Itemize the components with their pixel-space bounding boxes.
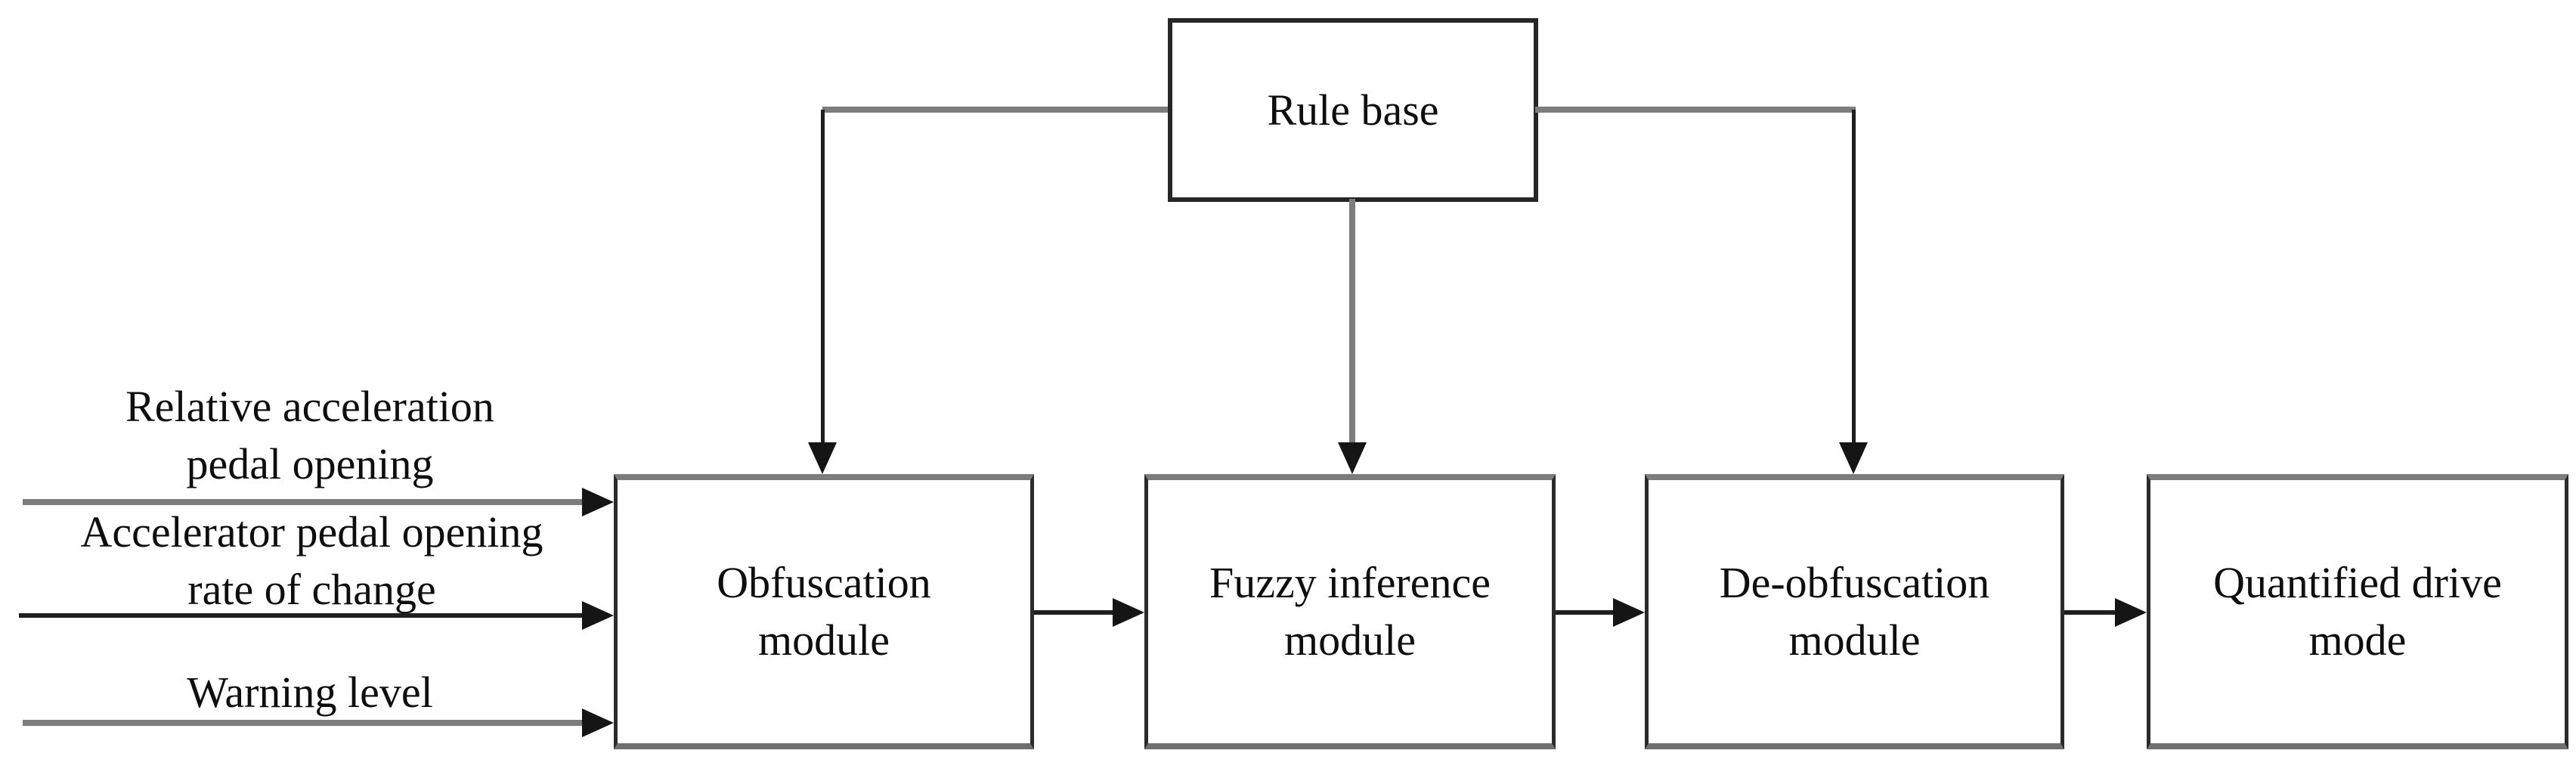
node-quantified-label: Quantified drive mode — [2213, 554, 2502, 669]
arrowhead-input-warning-level — [582, 708, 614, 737]
input-label-1-line2: pedal opening — [186, 439, 434, 488]
node-rule-base: Rule base — [1168, 18, 1538, 202]
input-label-1-line1: Relative acceleration — [125, 382, 494, 431]
node-fuzzy-label: Fuzzy inference module — [1209, 554, 1491, 669]
arrowhead-rulebase-to-obfuscation — [808, 442, 837, 474]
arrow-line-fuzzy-to-deobfuscation — [1556, 610, 1619, 615]
node-de-obfuscation-module: De-obfuscation module — [1645, 474, 2064, 749]
node-quantified-drive-mode: Quantified drive mode — [2147, 474, 2568, 749]
input-label-3-line1: Warning level — [187, 668, 433, 717]
connector-rulebase-to-deobfuscation-vertical — [1852, 110, 1856, 444]
connector-rulebase-to-obfuscation-vertical — [821, 110, 825, 444]
node-fuzzy-label-line1: Fuzzy inference — [1209, 558, 1491, 607]
input-label-2-line2: rate of change — [187, 565, 436, 614]
arrowhead-rulebase-to-deobfuscation — [1839, 442, 1868, 474]
node-deobfuscation-label-line2: module — [1788, 615, 1921, 665]
input-label-accelerator-pedal-opening-rate-of-change: Accelerator pedal opening rate of change — [11, 504, 612, 619]
arrow-line-deobfuscation-to-quantified — [2064, 610, 2121, 615]
arrow-line-obfuscation-to-fuzzy — [1034, 610, 1119, 615]
input-label-relative-acceleration-pedal-opening: Relative acceleration pedal opening — [30, 378, 590, 493]
input-arrow-line-accelerator-rate-of-change — [19, 613, 584, 618]
arrowhead-obfuscation-to-fuzzy — [1113, 598, 1144, 627]
node-quantified-label-line1: Quantified drive — [2213, 558, 2502, 607]
arrowhead-fuzzy-to-deobfuscation — [1613, 598, 1645, 627]
node-quantified-label-line2: mode — [2308, 615, 2407, 665]
node-rule-base-label: Rule base — [1267, 82, 1438, 139]
node-deobfuscation-label: De-obfuscation module — [1720, 554, 1990, 669]
node-obfuscation-label: Obfuscation module — [717, 554, 931, 669]
arrowhead-deobfuscation-to-quantified — [2115, 598, 2147, 627]
connector-rulebase-to-deobfuscation-horizontal — [1535, 107, 1856, 113]
arrowhead-input-accelerator-rate-of-change — [582, 601, 614, 630]
node-obfuscation-module: Obfuscation module — [614, 474, 1034, 749]
node-obfuscation-label-line1: Obfuscation — [717, 558, 931, 607]
node-rule-base-label-line1: Rule base — [1267, 85, 1439, 135]
node-fuzzy-label-line2: module — [1284, 615, 1416, 665]
input-label-2-line1: Accelerator pedal opening — [80, 507, 543, 557]
node-obfuscation-label-line2: module — [758, 615, 890, 665]
connector-rulebase-to-fuzzy-vertical — [1349, 199, 1355, 444]
node-deobfuscation-label-line1: De-obfuscation — [1719, 558, 1990, 607]
input-arrow-line-relative-acceleration — [23, 499, 584, 505]
input-label-warning-level: Warning level — [45, 664, 574, 721]
node-fuzzy-inference-module: Fuzzy inference module — [1144, 474, 1556, 749]
arrowhead-rulebase-to-fuzzy — [1338, 442, 1367, 474]
arrowhead-input-relative-acceleration — [582, 488, 614, 516]
connector-rulebase-to-obfuscation-horizontal — [822, 107, 1168, 113]
input-arrow-line-warning-level — [23, 720, 584, 726]
